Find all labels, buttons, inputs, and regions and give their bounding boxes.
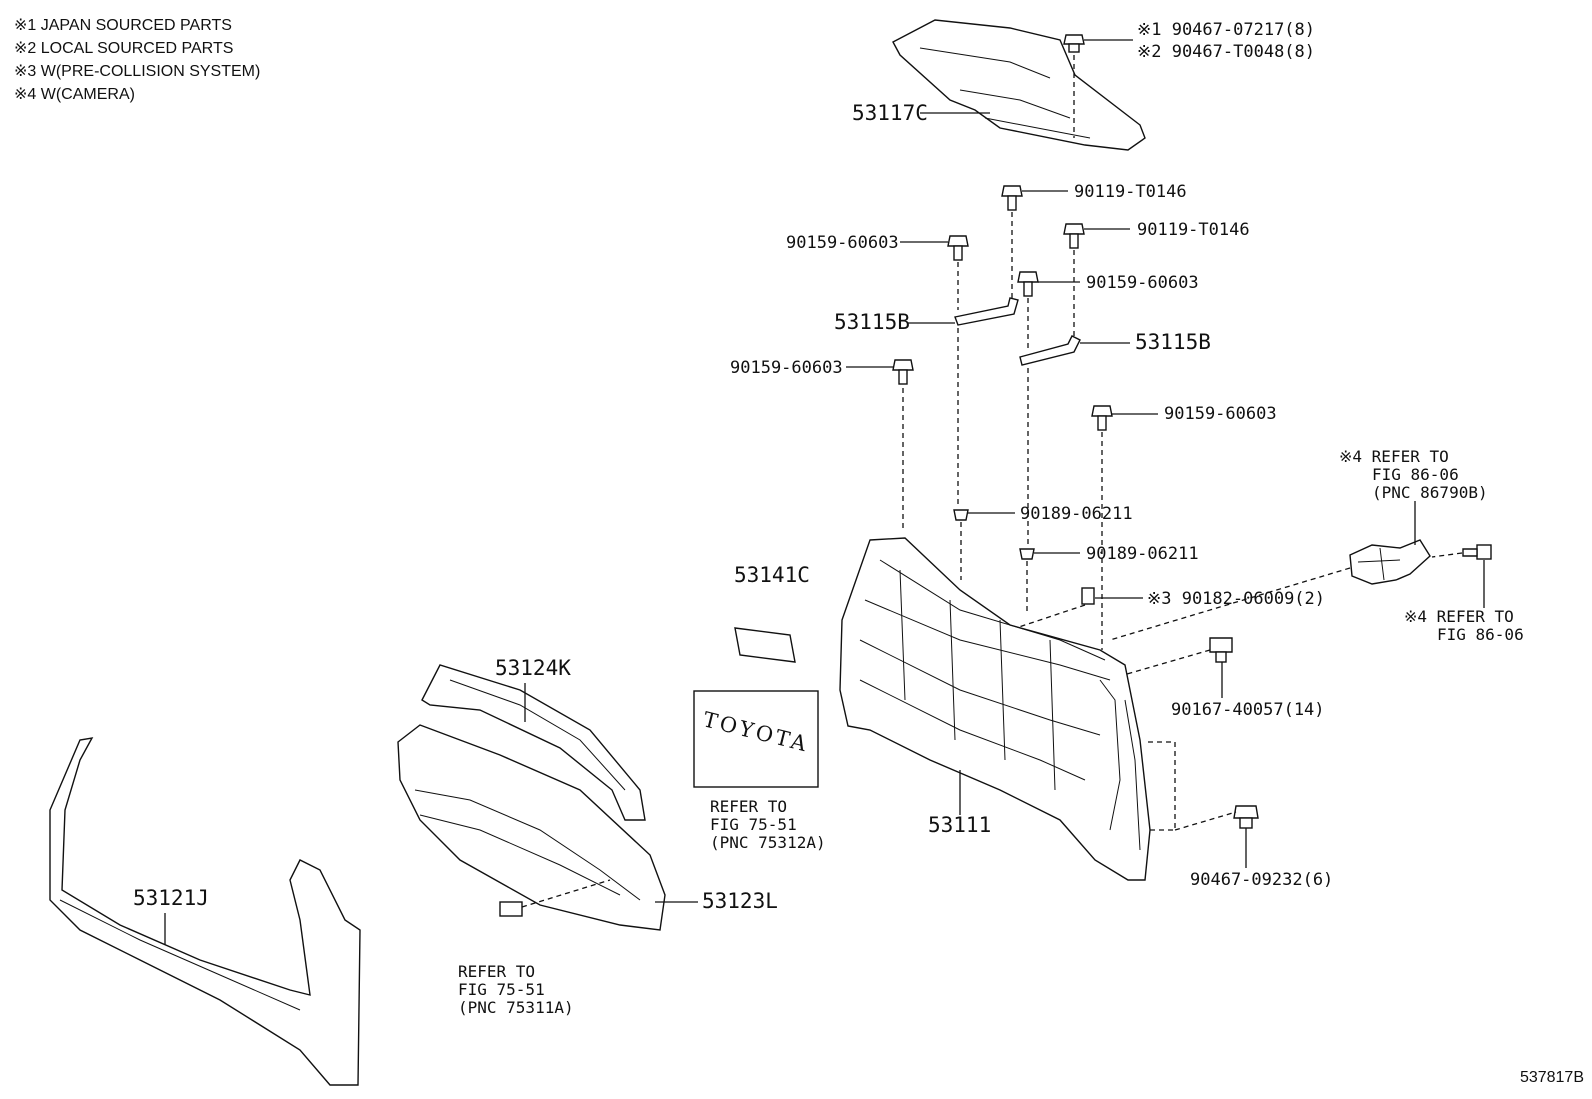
upper-molding-53124K-drawing [421, 664, 646, 821]
legend-note-3: ※3 W(PRE-COLLISION SYSTEM) [14, 63, 261, 80]
lower-grille-53123L-drawing [397, 724, 666, 931]
ref-emblem-line-3: (PNC 75312A) [710, 833, 826, 852]
ref-badge-line-3: (PNC 75311A) [458, 998, 574, 1017]
label-90159-a: 90159-60603 [786, 233, 899, 253]
dash-camera-screw [1431, 552, 1463, 558]
label-90189-b: 90189-06211 [1086, 544, 1199, 564]
ref-badge: REFER TO FIG 75-51 (PNC 75311A) [458, 963, 574, 1017]
label-53121J: 53121J [133, 886, 209, 910]
ref-emblem-line-1: REFER TO [710, 797, 788, 816]
clip-90182-drawing [1081, 587, 1095, 605]
ref-emblem-line-2: FIG 75-51 [710, 815, 797, 834]
ref-camera-top-line-3: (PNC 86790B) [1372, 483, 1488, 502]
label-90182: ※3 90182-06009(2) [1147, 589, 1326, 609]
screw-90467-07217-drawing [1063, 34, 1085, 53]
bolt-90159-d-drawing [1091, 405, 1113, 431]
legend-note-4: ※4 W(CAMERA) [14, 86, 135, 103]
bumper-molding-53121J-drawing [49, 737, 361, 1086]
dash-90167 [1119, 649, 1211, 677]
label-53111: 53111 [928, 813, 992, 837]
bolt-90159-a-drawing [947, 235, 969, 261]
legend-note-1: ※1 JAPAN SOURCED PARTS [14, 17, 232, 34]
label-53124K: 53124K [495, 656, 571, 680]
ref-emblem: REFER TO FIG 75-51 (PNC 75312A) [710, 798, 826, 852]
ref-badge-line-2: FIG 75-51 [458, 980, 545, 999]
ref-camera-top-line-2: FIG 86-06 [1372, 465, 1459, 484]
ref-badge-line-1: REFER TO [458, 962, 536, 981]
figure-number: 537817B [1519, 1069, 1584, 1086]
emblem-box [693, 690, 819, 788]
label-90119-b: 90119-T0146 [1137, 220, 1250, 240]
bolt-90119-b-drawing [1063, 223, 1085, 249]
label-90467-09232: 90467-09232(6) [1190, 870, 1334, 890]
camera-screw-drawing [1462, 544, 1492, 560]
ref-camera-top-line-1: ※4 REFER TO [1339, 447, 1449, 466]
label-53117C: 53117C [852, 101, 928, 125]
bolt-90159-b-drawing [1017, 271, 1039, 297]
nut-90467-09232-drawing [1233, 805, 1259, 829]
label-90467-07217: ※1 90467-07217(8) [1137, 20, 1316, 40]
dash-90467-09232 [1140, 741, 1237, 831]
label-90159-c: 90159-60603 [730, 358, 843, 378]
label-90167: 90167-40057(14) [1171, 700, 1325, 720]
legend-note-2: ※2 LOCAL SOURCED PARTS [14, 40, 234, 57]
bolt-90159-c-drawing [892, 359, 914, 385]
bolt-90167-drawing [1209, 637, 1233, 663]
radiator-grille-drawing [839, 537, 1151, 881]
clip-90189-b-drawing [1019, 548, 1035, 560]
camera-bracket-drawing [1349, 539, 1431, 585]
label-53141C: 53141C [734, 563, 810, 587]
label-53115B-b: 53115B [1135, 330, 1211, 354]
bracket-53115B-a-drawing [954, 297, 1019, 326]
legend: ※1 JAPAN SOURCED PARTS ※2 LOCAL SOURCED … [14, 14, 260, 106]
clip-90189-a-drawing [953, 509, 969, 521]
label-90159-d: 90159-60603 [1164, 404, 1277, 424]
bolt-90119-a-drawing [1001, 185, 1023, 211]
ref-camera-right: ※4 REFER TO FIG 86-06 [1404, 608, 1524, 644]
emblem-plate-53141C-drawing [734, 627, 796, 663]
bracket-53115B-b-drawing [1019, 335, 1081, 366]
ref-camera-right-line-2: FIG 86-06 [1437, 625, 1524, 644]
label-90119-a: 90119-T0146 [1074, 182, 1187, 202]
label-90189-a: 90189-06211 [1020, 504, 1133, 524]
dash-badge [521, 879, 611, 908]
ref-camera-top: ※4 REFER TO FIG 86-06 (PNC 86790B) [1339, 448, 1488, 502]
label-53123L: 53123L [702, 889, 778, 913]
label-53115B-a: 53115B [834, 310, 910, 334]
label-90467-T0048: ※2 90467-T0048(8) [1137, 42, 1316, 62]
dash-camera [1109, 567, 1351, 641]
label-90159-b: 90159-60603 [1086, 273, 1199, 293]
engine-under-cover-drawing [892, 19, 1146, 151]
badge-drawing [499, 901, 523, 917]
ref-camera-right-line-1: ※4 REFER TO [1404, 607, 1514, 626]
